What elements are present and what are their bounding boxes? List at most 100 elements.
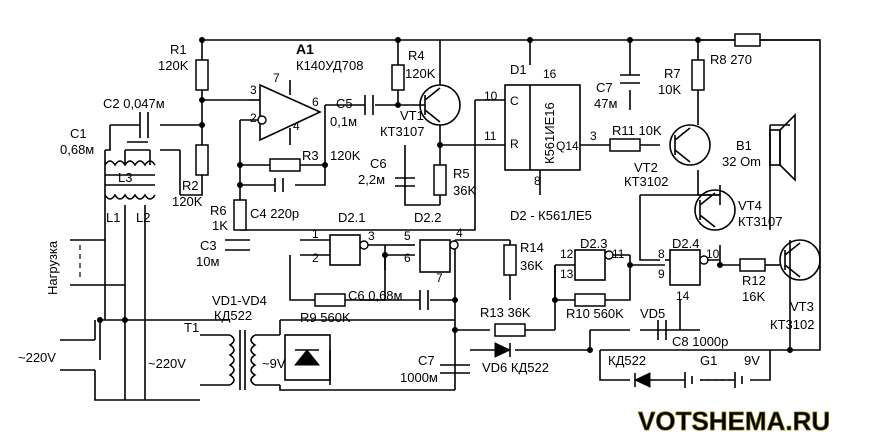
r2-value: 120K bbox=[172, 194, 203, 209]
c1-value: 0,68м bbox=[60, 142, 94, 157]
r10-label: R10 560K bbox=[566, 306, 624, 321]
vt2-type: КТ3102 bbox=[624, 174, 668, 189]
r3-label: R3 bbox=[302, 148, 319, 163]
vd14-label: VD1-VD4 bbox=[212, 293, 267, 308]
d1-label: D1 bbox=[510, 62, 527, 77]
capacitors bbox=[125, 74, 667, 374]
r1-label: R1 bbox=[170, 42, 187, 57]
c5-label: C5 bbox=[336, 96, 353, 111]
vd5-type: КД522 bbox=[608, 353, 646, 368]
c2-label: C2 0,047м bbox=[103, 96, 165, 111]
c7a-label: C7 bbox=[596, 80, 613, 95]
pin-9-d24: 9 bbox=[658, 267, 665, 281]
l3-label: L3 bbox=[118, 170, 132, 185]
c5-value: 0,1м bbox=[330, 114, 357, 129]
b1-label: B1 bbox=[736, 138, 752, 153]
c3-value: 10м bbox=[196, 254, 219, 269]
r12-value: 16K bbox=[742, 289, 765, 304]
vt1-type: КТ3107 bbox=[380, 124, 424, 139]
pin-4-d22: 4 bbox=[456, 226, 463, 240]
g1-value: 9V bbox=[744, 353, 760, 368]
pin-7-d22: 7 bbox=[436, 271, 443, 285]
pin-7-a1: 7 bbox=[273, 71, 280, 85]
d2-note: D2 - К561ЛЕ5 bbox=[510, 208, 592, 223]
pin-16-d1: 16 bbox=[543, 67, 557, 81]
coils bbox=[104, 160, 156, 200]
load-label: Нагрузка bbox=[45, 240, 60, 295]
r5-label: R5 bbox=[453, 166, 470, 181]
r2-label: R2 bbox=[182, 178, 199, 193]
vd5-label: VD5 bbox=[640, 306, 665, 321]
r13-label: R13 36K bbox=[480, 305, 531, 320]
pin-11-d23: 11 bbox=[612, 247, 625, 261]
pin-c-label: C bbox=[510, 94, 519, 108]
pin-10-d1: 10 bbox=[484, 89, 498, 103]
transformer-t1 bbox=[228, 330, 257, 390]
vt4-type: КТ3107 bbox=[738, 214, 782, 229]
vt4-label: VT4 bbox=[738, 198, 762, 213]
pin-3-d1: 3 bbox=[590, 129, 597, 143]
pin-6-d22: 6 bbox=[404, 251, 411, 265]
t1-label: T1 bbox=[184, 320, 199, 335]
a1-label: A1 bbox=[296, 41, 314, 57]
secondary-label: ~9V bbox=[262, 356, 286, 371]
r6-value: 1K bbox=[212, 218, 228, 233]
vd14-type: КД522 bbox=[214, 308, 252, 323]
pin-5-d22: 5 bbox=[404, 229, 411, 243]
r3-value: 120K bbox=[330, 148, 361, 163]
r1-value: 120K bbox=[158, 58, 189, 73]
labels: R1 120K R2 120K R3 120K R4 120K R5 36K R… bbox=[18, 41, 814, 385]
watermark: VOTSHEMA.RU bbox=[638, 406, 830, 436]
pin-13-d23: 13 bbox=[560, 267, 574, 281]
pin-8-d24: 8 bbox=[658, 247, 665, 261]
diodes bbox=[284, 334, 651, 388]
r14-value: 36K bbox=[520, 258, 543, 273]
d21-label: D2.1 bbox=[338, 210, 365, 225]
mains-t-label: ~220V bbox=[148, 356, 186, 371]
vt1-label: VT1 bbox=[400, 108, 424, 123]
pin-11-d1: 11 bbox=[484, 129, 497, 143]
d1-type: К561ИЕ16 bbox=[542, 102, 557, 164]
vt3-label: VT3 bbox=[790, 299, 814, 314]
d23-label: D2.3 bbox=[580, 236, 607, 251]
l1-label: L1 bbox=[106, 210, 120, 225]
pin-numbers: 3 2 7 4 6 10 11 16 8 3 1 2 3 5 6 4 7 12 … bbox=[250, 67, 720, 303]
c7b-label: C7 bbox=[418, 353, 435, 368]
a1-type: К140УД708 bbox=[296, 58, 363, 73]
b1-value: 32 Om bbox=[722, 154, 761, 169]
c1-label: C1 bbox=[70, 126, 87, 141]
r11-label: R11 10K bbox=[612, 123, 662, 138]
d24-label: D2.4 bbox=[672, 236, 699, 251]
r6-label: R6 bbox=[210, 203, 227, 218]
resistors bbox=[195, 33, 766, 337]
r5-value: 36K bbox=[453, 183, 476, 198]
c8-label: C8 1000р bbox=[672, 334, 728, 349]
logic-gates bbox=[329, 234, 709, 286]
transistors bbox=[419, 84, 821, 281]
pin-q14-label: Q14 bbox=[556, 139, 579, 153]
pin-10-d24: 10 bbox=[706, 247, 720, 261]
r4-label: R4 bbox=[408, 48, 425, 63]
pin-2-a1: 2 bbox=[250, 111, 257, 125]
pin-14-d24: 14 bbox=[676, 289, 690, 303]
wires bbox=[60, 39, 821, 401]
g1-label: G1 bbox=[700, 353, 717, 368]
pin-1-d21: 1 bbox=[312, 227, 319, 241]
pin-6-a1: 6 bbox=[312, 95, 319, 109]
junctions bbox=[97, 37, 793, 353]
op-amp-a1 bbox=[257, 80, 322, 145]
mains-in-label: ~220V bbox=[18, 350, 56, 365]
vt2-label: VT2 bbox=[634, 160, 658, 175]
counter-d1 bbox=[504, 84, 581, 171]
c3-label: C3 bbox=[200, 238, 217, 253]
r9-label: R9 560K bbox=[300, 310, 351, 325]
d22-label: D2.2 bbox=[414, 210, 441, 225]
pin-8-d1: 8 bbox=[534, 174, 541, 188]
c7a-value: 47м bbox=[594, 96, 617, 111]
pin-12-d23: 12 bbox=[560, 247, 574, 261]
vd6-label: VD6 КД522 bbox=[482, 360, 549, 375]
speaker-b1 bbox=[769, 113, 796, 182]
r4-value: 120K bbox=[405, 66, 436, 81]
pin-4-a1: 4 bbox=[293, 119, 300, 133]
